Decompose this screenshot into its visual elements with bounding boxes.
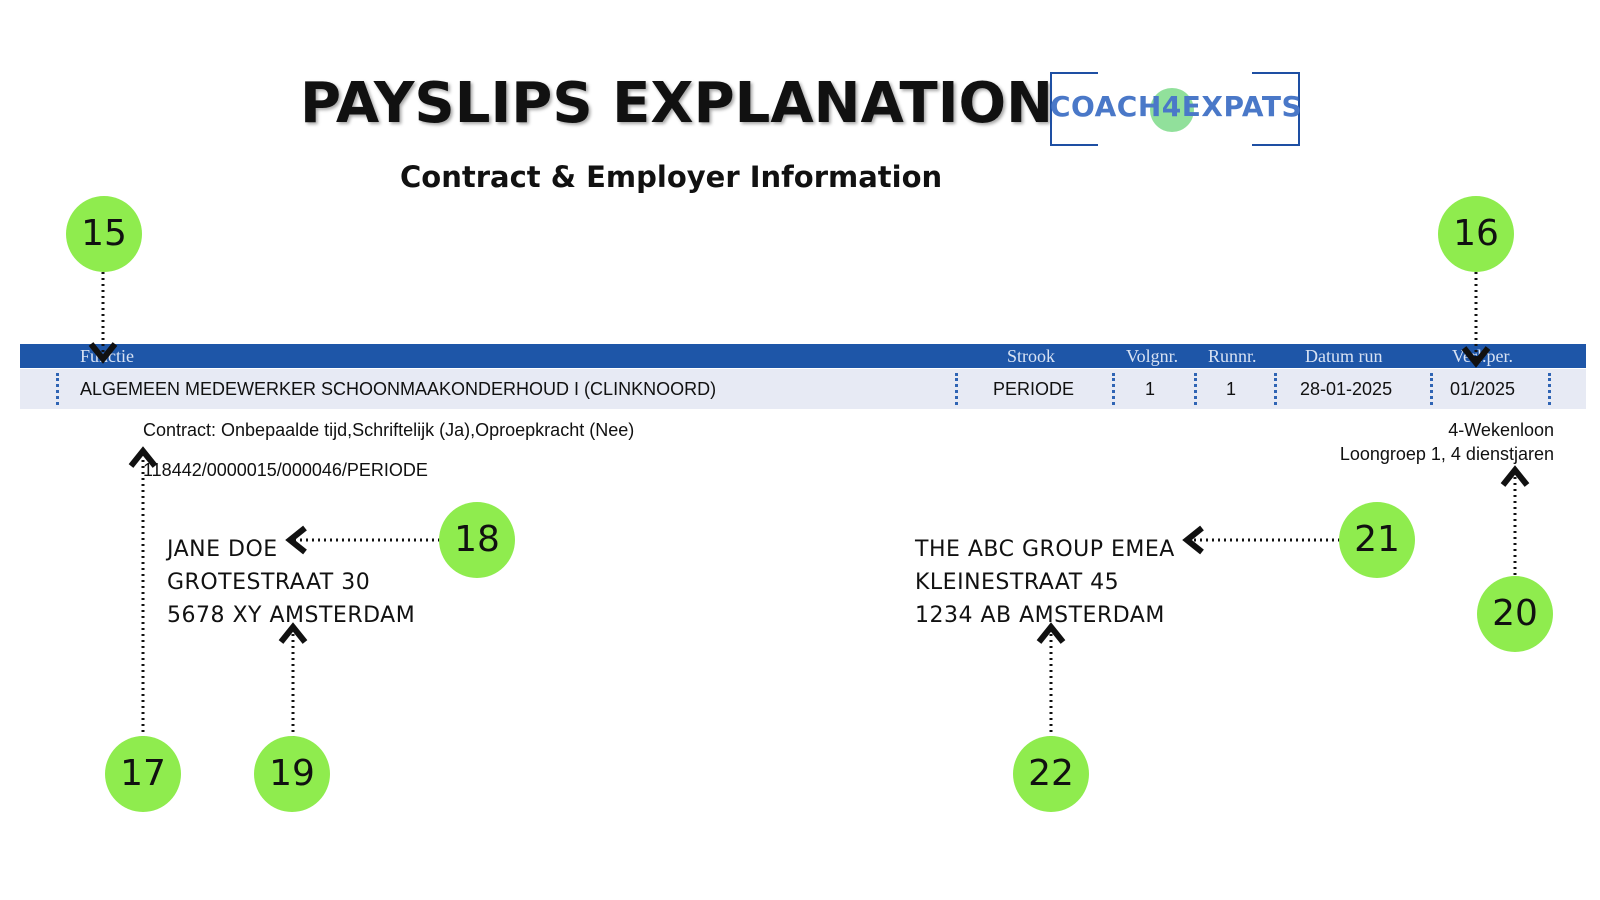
callout-badge-21: 21 [1339,502,1415,578]
cell-functie: ALGEMEEN MEDEWERKER SCHOONMAAKONDERHOUD … [80,379,717,399]
coach4expats-logo: COACH4EXPATS [1050,72,1303,146]
page-subtitle: Contract & Employer Information [400,160,943,194]
cell-datum-run: 28-01-2025 [1300,379,1393,399]
employee-name: JANE DOE [167,537,278,562]
logo-bracket-right [1252,72,1300,146]
contract-line: Contract: Onbepaalde tijd,Schriftelijk (… [143,420,635,440]
header-runnr: Runnr. [1208,346,1257,366]
header-volgnr: Volgnr. [1126,346,1179,366]
header-strook: Strook [1007,346,1056,366]
logo-circle-icon [1150,88,1194,132]
column-separator [1548,373,1551,405]
logo-text: COACH4EXPATS [1050,90,1303,123]
callout-badge-19: 19 [254,736,330,812]
callout-badge-16: 16 [1438,196,1514,272]
column-separator [56,373,59,405]
page-title: PAYSLIPS EXPLANATION [300,71,1054,136]
callout-badge-18: 18 [439,502,515,578]
wage-type: 4-Wekenloon [1448,420,1554,440]
column-separator [955,373,958,405]
column-separator [1430,373,1433,405]
cell-volgnr: 1 [1145,379,1156,399]
cell-runnr: 1 [1226,379,1237,399]
callout-badge-22: 22 [1013,736,1089,812]
column-separator [1194,373,1197,405]
callout-badge-17: 17 [105,736,181,812]
employer-name: THE ABC GROUP EMEA [915,537,1175,562]
cell-strook: PERIODE [993,379,1075,399]
wage-group: Loongroep 1, 4 dienstjaren [1339,444,1554,464]
callout-badge-15: 15 [66,196,142,272]
payslip-data-row: ALGEMEEN MEDEWERKER SCHOONMAAKONDERHOUD … [20,369,1586,409]
reference-line: 118442/0000015/000046/PERIODE [143,460,428,480]
header-datum-run: Datum run [1305,346,1383,366]
column-separator [1274,373,1277,405]
logo-bracket-left [1050,72,1098,146]
column-separator [1112,373,1115,405]
cell-verl-per: 01/2025 [1450,379,1516,399]
employer-street: KLEINESTRAAT 45 [915,570,1120,595]
employee-street: GROTESTRAAT 30 [167,570,371,595]
callout-badge-20: 20 [1477,576,1553,652]
